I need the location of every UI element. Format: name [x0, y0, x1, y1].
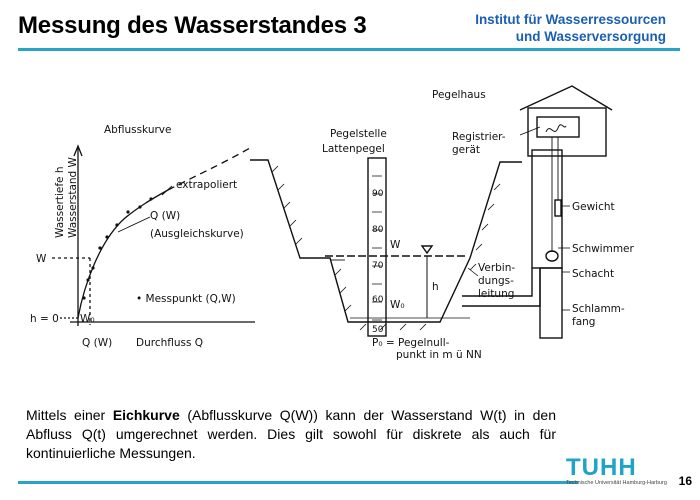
counter-weight — [554, 199, 562, 217]
svg-text:80: 80 — [372, 225, 384, 235]
channel-section — [250, 85, 613, 339]
gauge-diagram: Abflusskurve Wassertiefe h Wasserstand W… — [30, 85, 635, 361]
institute-name: Institut für Wasserressourcen und Wasser… — [475, 11, 666, 45]
section-h-label: h — [432, 281, 439, 293]
body-paragraph: Mittels einer Eichkurve (Abflusskurve Q(… — [26, 406, 556, 463]
shaft — [531, 149, 563, 269]
flow-label: Durchfluss Q — [136, 337, 203, 349]
connection-label-2: dungs- — [478, 275, 514, 287]
gauge-station-label: Pegelstelle — [330, 128, 387, 140]
house-roof — [519, 85, 613, 111]
h-zero-label: h = 0 — [30, 313, 59, 325]
qw-label: Q (W) — [150, 210, 180, 222]
page-number: 16 — [678, 474, 692, 488]
recorder-label-1: Registrier- — [452, 131, 506, 143]
section-w0-label: W₀ — [390, 299, 405, 311]
q-of-w-label: Q (W) — [82, 337, 112, 349]
measurement-points — [82, 197, 153, 300]
gauge-house-label: Pegelhaus — [432, 89, 486, 101]
float — [545, 250, 559, 262]
qw-leader — [117, 216, 151, 233]
logo-text: TUHH — [566, 454, 637, 481]
logo-subtext: Technische Universität Hamburg-Harburg — [566, 480, 667, 486]
channel-bed — [250, 159, 522, 323]
p0-label: P₀ = Pegelnull- — [372, 337, 450, 349]
float-label: Schwimmer — [572, 243, 635, 255]
header-rule — [18, 48, 680, 51]
shaft-label: Schacht — [572, 268, 614, 280]
staff-tick-labels: 90 80 70 60 50 — [372, 189, 384, 335]
rating-curve-figure — [52, 144, 255, 326]
mud-trap-label-2: fang — [572, 316, 595, 328]
tuhh-logo: TUHH Technische Universität Hamburg-Harb… — [566, 454, 674, 487]
institute-line-2: und Wasserversorgung — [515, 29, 666, 44]
water-level-marker — [420, 245, 434, 255]
extrapolated-label: extrapoliert — [176, 179, 237, 191]
gauge-house — [527, 107, 607, 157]
svg-text:50: 50 — [372, 325, 384, 335]
svg-text:70: 70 — [372, 261, 384, 271]
weight-label: Gewicht — [572, 201, 615, 213]
curve-w0-label: W₀ — [80, 313, 95, 325]
staff-gauge-label: Lattenpegel — [322, 143, 385, 155]
extrap-leader — [161, 185, 173, 196]
staff-gauge — [367, 157, 387, 337]
p0-label-2: punkt in m ü NN — [396, 349, 482, 361]
body-suffix: (Abflusskurve Q(W)) kann der Wasserstand… — [26, 407, 557, 461]
svg-text:60: 60 — [372, 295, 384, 305]
y-label-stage: Wasserstand W — [67, 156, 79, 238]
body-prefix: Mittels einer — [26, 407, 113, 423]
section-w-label: W — [390, 239, 401, 251]
connection-pipe-inner — [462, 268, 533, 297]
body-bold-term: Eichkurve — [112, 407, 180, 423]
svg-text:90: 90 — [372, 189, 384, 199]
y-label-depth: Wassertiefe h — [54, 166, 66, 238]
curve-title: Abflusskurve — [104, 124, 171, 136]
curve-y-arrow — [73, 144, 83, 157]
recorder-label-2: gerät — [452, 144, 480, 156]
connection-label-3: leitung — [478, 288, 514, 300]
curve-w-label: W — [36, 253, 47, 265]
mud-trap — [539, 267, 563, 339]
measure-point-label: • Messpunkt (Q,W) — [136, 293, 236, 305]
institute-line-1: Institut für Wasserressourcen — [475, 12, 666, 27]
connection-label-1: Verbin- — [478, 262, 515, 274]
mud-trap-label-1: Schlamm- — [572, 303, 625, 315]
fit-label: (Ausgleichskurve) — [150, 228, 244, 240]
footer-rule — [18, 481, 578, 484]
slide-title: Messung des Wasserstandes 3 — [18, 12, 367, 39]
